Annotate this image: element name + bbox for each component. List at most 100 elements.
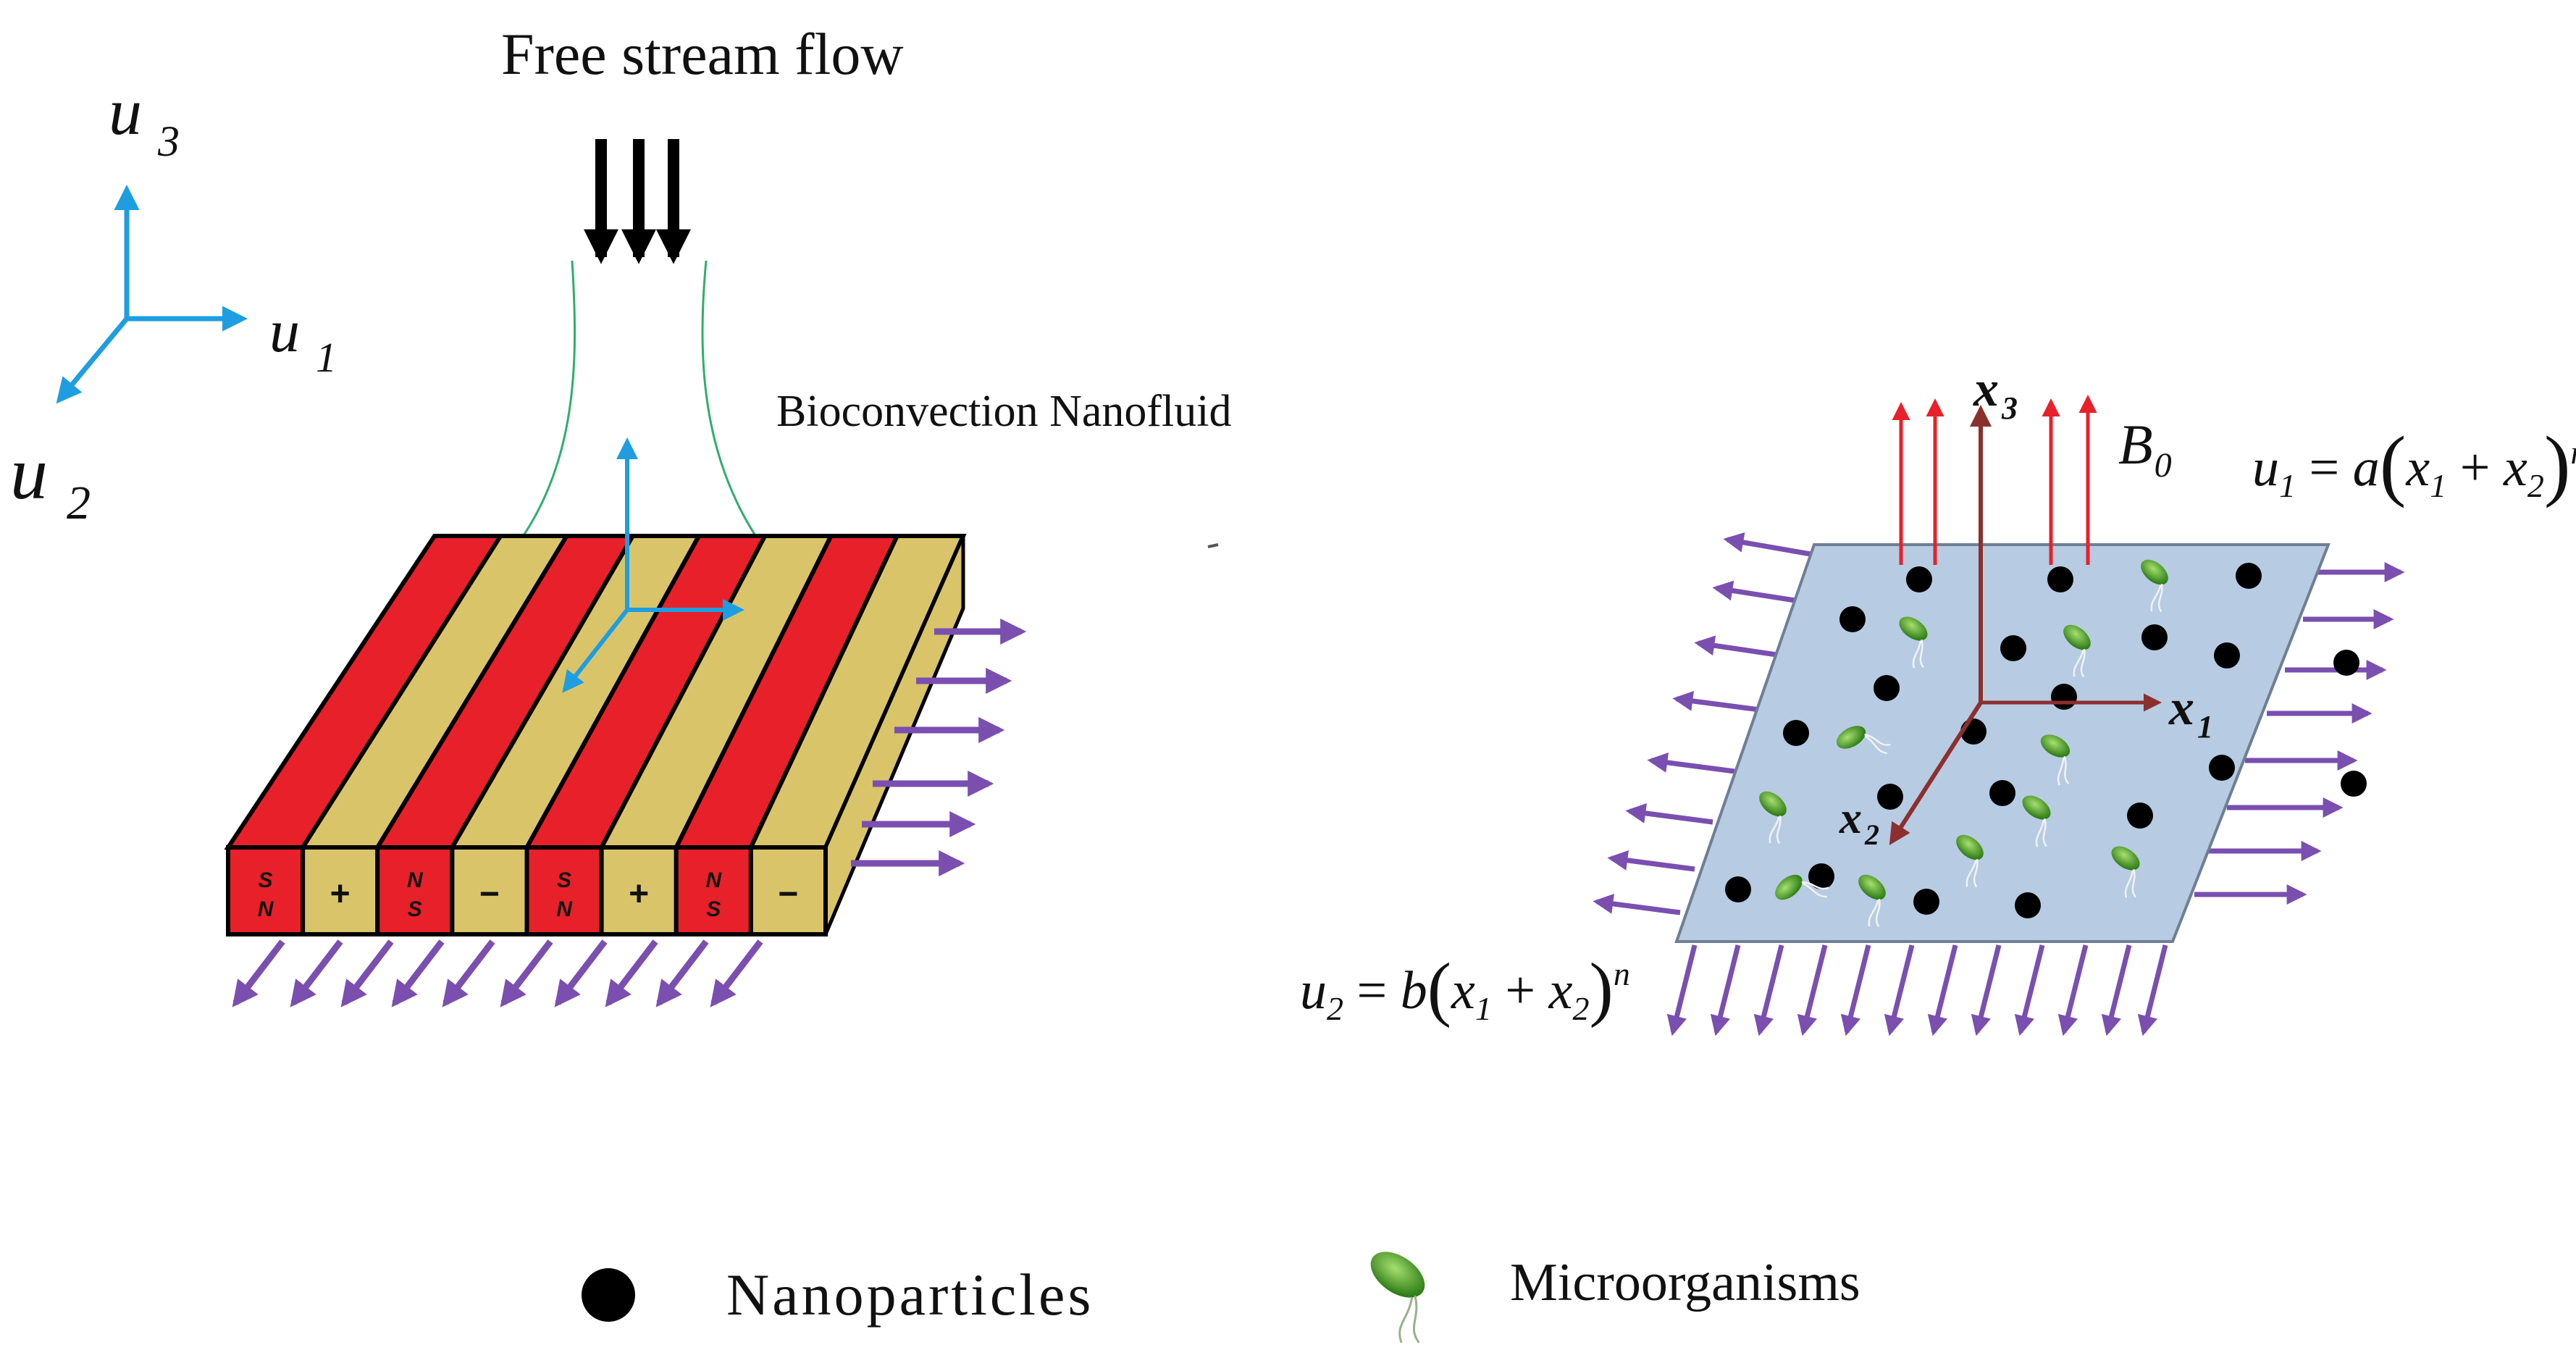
riga-plate-front: SN+NS−SN+NS−: [226, 845, 828, 936]
microorganism: [1836, 726, 1891, 755]
stretch-arrow: [2057, 944, 2089, 1036]
nanoparticle: [2000, 635, 2026, 661]
stretch-arrow: [232, 939, 285, 1007]
magnet-pole-top-label: N: [407, 868, 424, 892]
bioconvection-label: Bioconvection Nanofluid: [776, 387, 1231, 436]
stretch-arrow: [1694, 635, 1782, 658]
x3-label: x3: [1973, 361, 2018, 426]
magnet-pole-bottom-label: N: [258, 897, 274, 921]
stray-mark: [1207, 543, 1219, 548]
microorganism: [2111, 846, 2140, 898]
x1-label: x1: [2168, 680, 2213, 745]
nanoparticles-legend-label: Nanoparticles: [726, 1262, 1094, 1328]
stretch-arrow: [1593, 894, 1681, 915]
stretch-arrow: [605, 939, 658, 1007]
stretch-arrow: [340, 939, 394, 1007]
left-stretch-arrows-side: [851, 619, 1027, 876]
microorganism: [2141, 559, 2168, 613]
stretch-arrow: [500, 939, 553, 1007]
riga-plate-top: [224, 534, 967, 850]
left-stretch-arrows-bottom: [232, 939, 763, 1007]
stretch-arrow: [1797, 944, 1828, 1036]
nanoparticle: [2236, 563, 2262, 589]
stretch-arrow: [1710, 944, 1741, 1036]
magnet-cell: [674, 845, 753, 936]
nanoparticle: [2341, 771, 2367, 797]
stretching-sheet: [1674, 543, 2330, 943]
electrode-cell: [450, 845, 529, 936]
free-stream-arrows: [584, 139, 691, 264]
right-stretch-arrows-right: [2194, 562, 2405, 905]
free-stream-label: Free stream flow: [501, 21, 904, 87]
nanoparticle: [1874, 675, 1900, 701]
electrode-sign-label: −: [778, 875, 798, 913]
stretch-arrow: [1884, 944, 1915, 1036]
nanoparticle: [2333, 650, 2359, 676]
nanoparticle: [2141, 624, 2168, 650]
electrode-sign-label: −: [479, 875, 500, 913]
microorganisms-legend-label: Microorganisms: [1510, 1253, 1860, 1312]
stretch-arrow: [1607, 850, 1695, 872]
stretch-arrow: [1927, 944, 1958, 1036]
electrode-sign-label: +: [629, 875, 649, 913]
microorganism: [2063, 624, 2091, 678]
nanoparticle: [1725, 876, 1751, 902]
stretch-arrow: [1625, 803, 1713, 825]
stretch-arrow: [655, 939, 709, 1007]
nanoparticle: [1839, 606, 1866, 632]
u1-equation: u1 = a(x1 + x2)n: [2252, 420, 2576, 508]
stretch-arrow: [1647, 753, 1735, 774]
nanoparticle: [1783, 720, 1809, 746]
nanoparticle: [2051, 684, 2077, 710]
u2-axis-arrow: [56, 317, 129, 404]
magnet-pole-bottom-label: S: [408, 897, 422, 921]
stretch-arrow: [1723, 532, 1811, 557]
right-stretch-arrows-bottom: [1666, 944, 2168, 1036]
microorganism: [1899, 616, 1928, 668]
plate-diagonal-arrow: [562, 608, 629, 693]
microorganisms: [1759, 559, 2168, 928]
nanoparticle: [2214, 642, 2240, 668]
magnet-cell: [226, 845, 306, 936]
nanoparticle: [1877, 784, 1903, 810]
stretch-arrow: [442, 939, 495, 1007]
stretch-arrow: [554, 939, 608, 1007]
microorganism: [2040, 734, 2071, 786]
microorganism: [1956, 834, 1984, 888]
stretch-arrow: [391, 939, 445, 1007]
right-stretch-arrows-left: [1593, 532, 1811, 915]
electrode-sign-label: +: [330, 875, 351, 913]
plate-coordinate-triad: [562, 437, 744, 693]
stretch-arrow: [1971, 944, 2002, 1036]
electrode-cell: [301, 845, 380, 936]
u2-equation: u2 = b(x1 + x2)n: [1300, 948, 1630, 1028]
electrode-cell: [748, 845, 828, 936]
microorganism: [1775, 874, 1829, 900]
nanoparticle: [1913, 889, 1939, 915]
nanoparticle: [2209, 755, 2235, 781]
nanoparticle: [2047, 566, 2073, 592]
nanoparticles: [1725, 563, 2367, 918]
right-figure: x3 x1 x2 B0 u1 = a(x1 + x2)n u2 = b(x1 +…: [1300, 361, 2576, 1036]
magnet-pole-top-label: S: [259, 868, 273, 892]
stretch-arrow: [1753, 944, 1784, 1036]
microorganism-legend-icon: [1370, 1252, 1425, 1344]
stretch-arrow: [2014, 944, 2045, 1036]
stretch-arrow: [710, 939, 763, 1007]
magnetic-field-arrows: [1892, 395, 2097, 565]
electrode-cell: [599, 845, 679, 936]
magnet-pole-bottom-label: S: [706, 897, 721, 921]
stretch-arrow: [1672, 691, 1761, 713]
stretch-arrow: [2137, 944, 2168, 1036]
nanoparticle: [2127, 802, 2153, 829]
legend: Nanoparticles Microorganisms: [582, 1252, 1860, 1344]
nanoparticle: [1989, 780, 2015, 806]
nanoparticle: [2015, 892, 2041, 918]
nanoparticle: [1906, 566, 1932, 592]
